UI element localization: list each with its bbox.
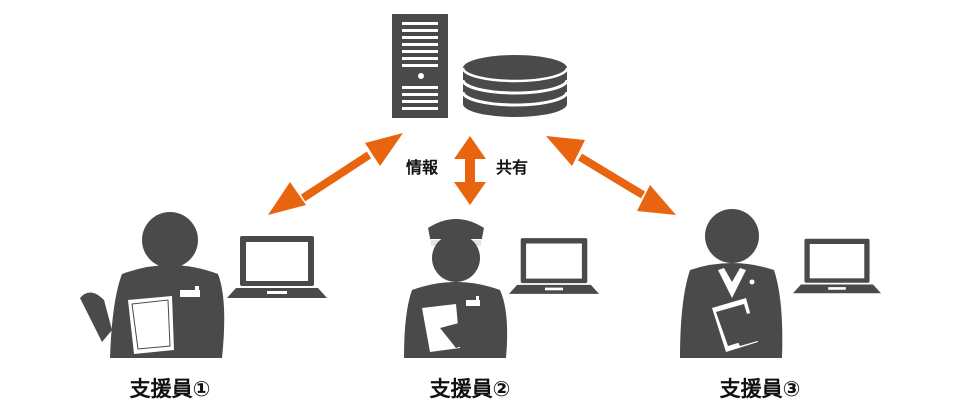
database-icon [461,55,569,117]
laptop-icon [793,238,881,294]
share-label-left: 情報 [406,158,439,177]
person-icon [680,209,783,358]
staff-label-1: 支援員① [130,377,211,401]
person-icon [404,219,508,358]
laptop-icon [227,236,327,298]
server-icon [392,14,448,118]
person-icon [80,212,225,358]
share-label-right: 共有 [496,158,528,177]
arrow-center-icon [454,136,486,205]
staff-label-3: 支援員③ [720,377,801,401]
arrow-left-icon [268,133,403,215]
arrow-right-icon [546,136,676,215]
staff-label-2: 支援員② [430,377,511,401]
laptop-icon [509,238,599,294]
